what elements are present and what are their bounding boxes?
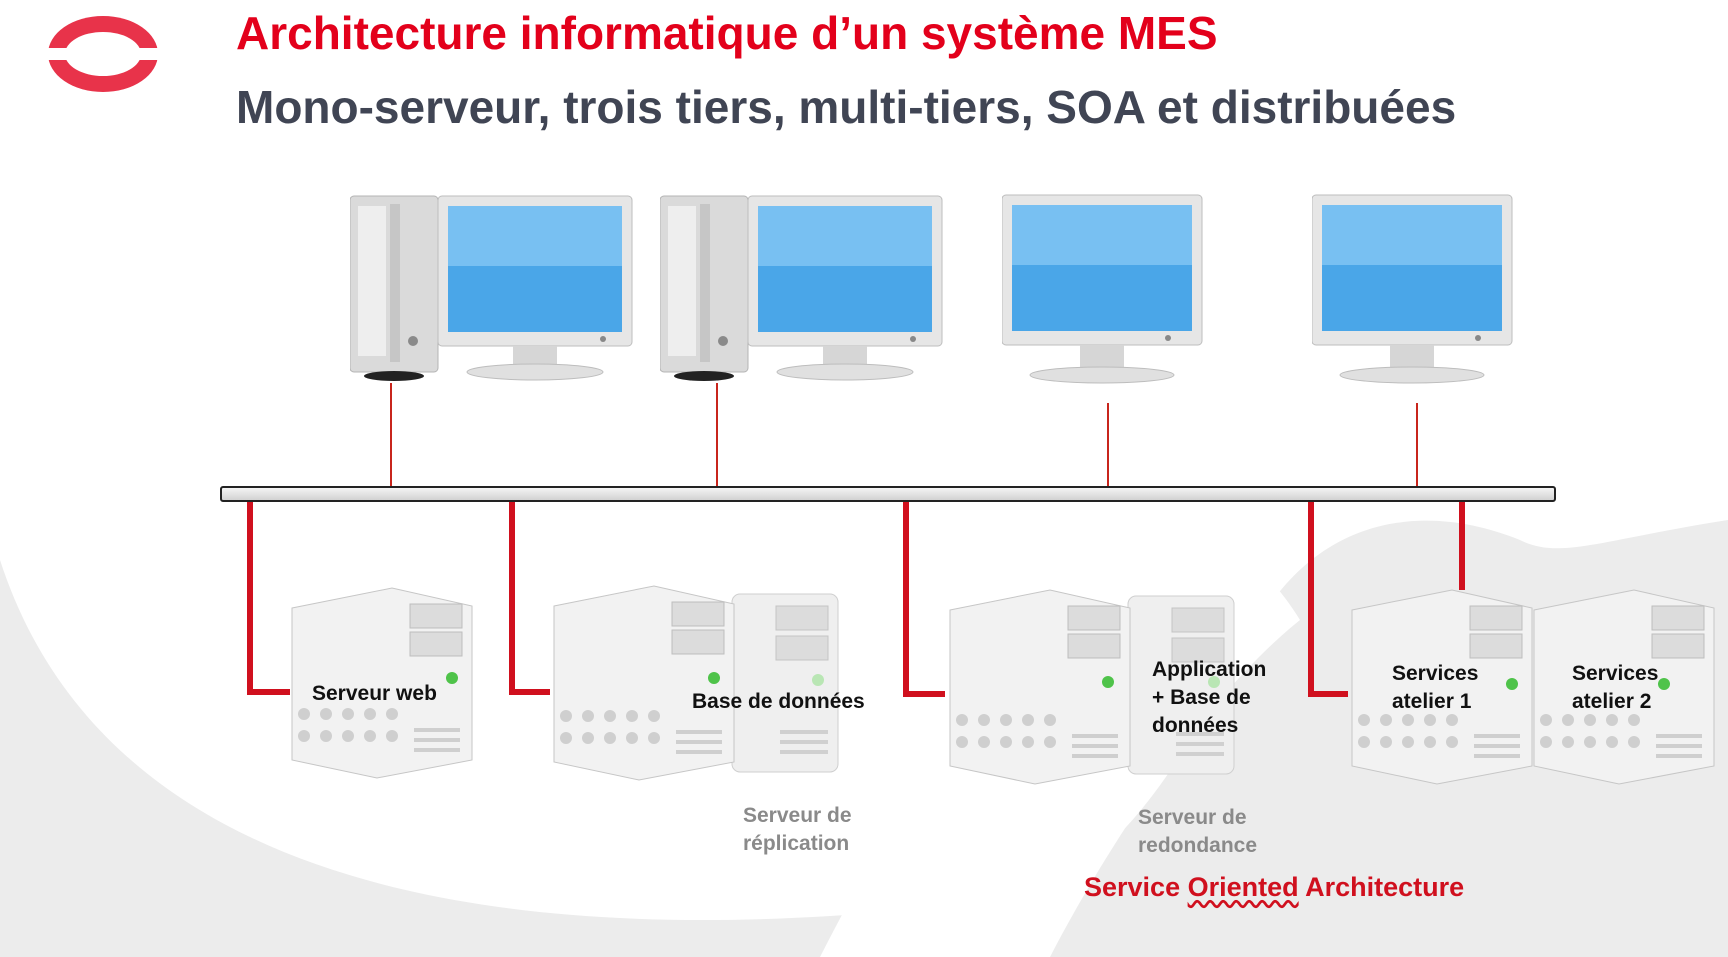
- services-2-label-line1: Services: [1572, 660, 1658, 688]
- web-server-label: Serveur web: [312, 680, 437, 708]
- redundancy-label: Serveur de redondance: [1138, 804, 1257, 860]
- app-db-server: [940, 580, 1135, 790]
- monitor-3: [1002, 193, 1204, 389]
- brand-logo: [44, 12, 162, 96]
- services-1-label-line2: atelier 1: [1392, 688, 1478, 716]
- replication-label-line1: Serveur de: [743, 802, 852, 830]
- services-2-label: Services atelier 2: [1572, 660, 1658, 716]
- app-db-server-label: Application + Base de données: [1152, 656, 1266, 740]
- services-1-label-line1: Services: [1392, 660, 1478, 688]
- app-db-label-line1: Application: [1152, 656, 1266, 684]
- redundancy-label-line2: redondance: [1138, 832, 1257, 860]
- services-1-label: Services atelier 1: [1392, 660, 1478, 716]
- soa-word-service: Service: [1084, 872, 1180, 902]
- services-2-label-line2: atelier 2: [1572, 688, 1658, 716]
- replication-label: Serveur de réplication: [743, 802, 852, 858]
- redundancy-label-line1: Serveur de: [1138, 804, 1257, 832]
- workstation-2: [660, 192, 945, 388]
- network-bus: [220, 486, 1556, 502]
- workstation-1: [350, 192, 635, 388]
- soa-label: Service Oriented Architecture: [1084, 872, 1464, 903]
- replication-server: [730, 588, 842, 780]
- database-server: [544, 576, 739, 786]
- database-server-label: Base de données: [692, 688, 865, 716]
- page-title: Architecture informatique d’un système M…: [236, 6, 1218, 60]
- page-subtitle: Mono-serveur, trois tiers, multi-tiers, …: [236, 80, 1456, 134]
- soa-word-architecture: Architecture: [1305, 872, 1464, 902]
- app-db-label-line2: + Base de: [1152, 684, 1266, 712]
- replication-label-line2: réplication: [743, 830, 852, 858]
- app-db-label-line3: données: [1152, 712, 1266, 740]
- monitor-4: [1312, 193, 1514, 389]
- soa-word-oriented: Oriented: [1188, 872, 1299, 902]
